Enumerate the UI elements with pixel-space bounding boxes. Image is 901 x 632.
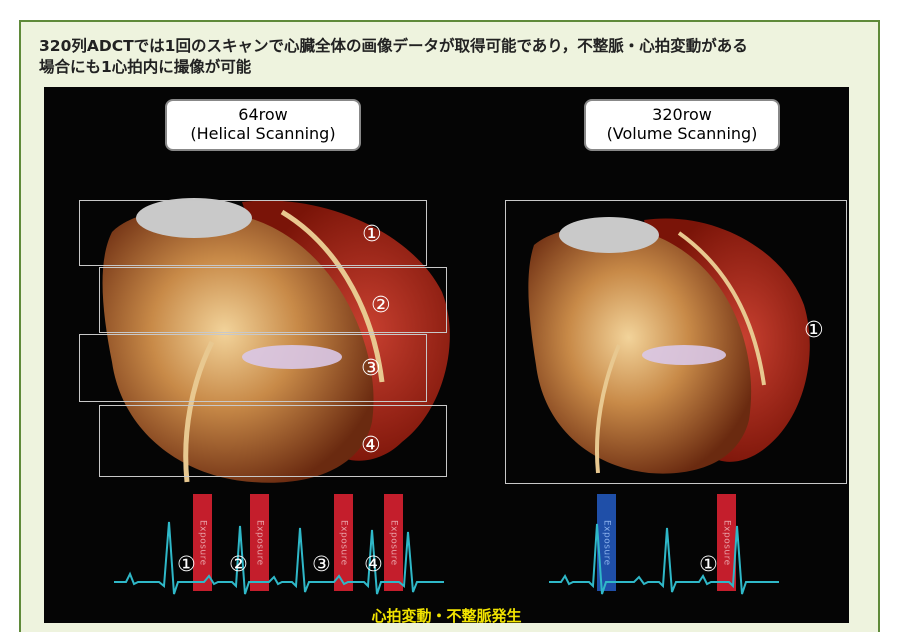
ecg-number-4: ④ (364, 554, 383, 575)
ecg-trace-320row (549, 502, 779, 602)
segment-number-1: ① (362, 224, 382, 246)
segment-number-3: ③ (361, 358, 381, 380)
label-320row-line2: (Volume Scanning) (586, 124, 778, 143)
segment-number-4: ④ (361, 435, 381, 457)
image-panel: 64row (Helical Scanning) (44, 87, 849, 623)
segment-number-2: ② (371, 295, 391, 317)
caption: 心拍変動・不整脈発生 (44, 605, 849, 626)
ecg-number-2: ② (229, 554, 248, 575)
label-320row: 320row (Volume Scanning) (584, 99, 780, 151)
label-320row-line1: 320row (586, 105, 778, 124)
headline-line-2: 場合にも1心拍内に撮像が可能 (39, 57, 869, 78)
label-64row-line1: 64row (167, 105, 359, 124)
scan-segment-2 (99, 267, 447, 333)
label-64row-line2: (Helical Scanning) (167, 124, 359, 143)
ecg-number-3: ③ (312, 554, 331, 575)
figure-frame: 320列ADCTでは1回のスキャンで心臓全体の画像データが取得可能であり，不整脈… (19, 20, 880, 632)
heart-image-320row (514, 205, 824, 480)
segment-number-volume-1: ① (804, 320, 824, 342)
ecg-trace-64row (114, 502, 444, 602)
headline-line-1: 320列ADCTでは1回のスキャンで心臓全体の画像データが取得可能であり，不整脈… (39, 36, 869, 57)
scan-segment-4 (99, 405, 447, 477)
headline: 320列ADCTでは1回のスキャンで心臓全体の画像データが取得可能であり，不整脈… (39, 36, 869, 78)
ecg-number-1: ① (177, 554, 196, 575)
label-64row: 64row (Helical Scanning) (165, 99, 361, 151)
ecg-number-volume-1: ① (699, 554, 718, 575)
